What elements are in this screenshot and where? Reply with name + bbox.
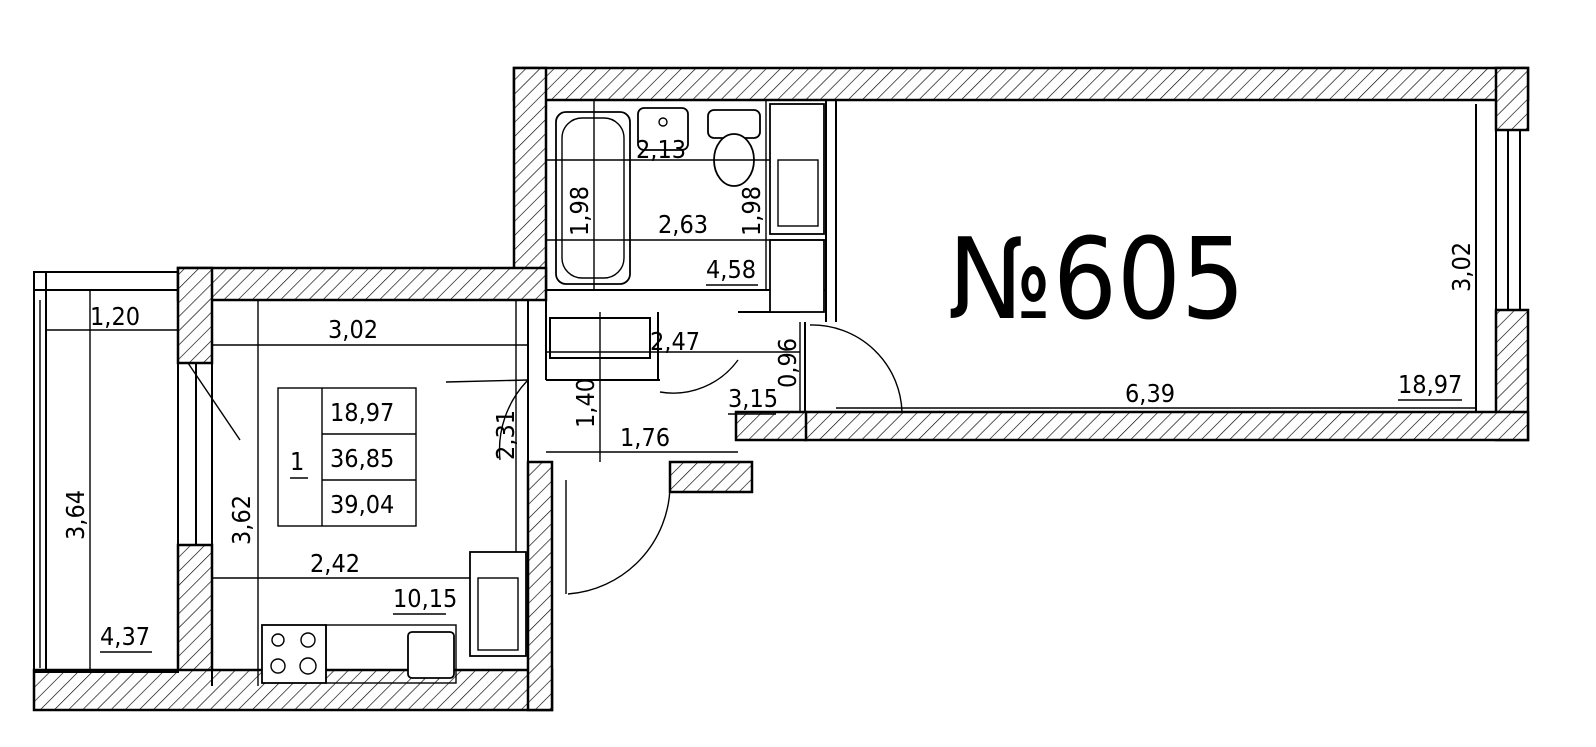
- living-window: [1475, 104, 1521, 412]
- kitchen-width-top-label: 3,02: [328, 315, 378, 344]
- wall-hall-step-upper: [734, 410, 808, 442]
- bathroom-depth-right-label: 1,98: [737, 186, 766, 236]
- hall-wardrobe-icon: [769, 239, 825, 313]
- kitchen-counter: [325, 624, 457, 684]
- living-area-label: 18,97: [1398, 370, 1462, 399]
- wall-hall-step: [668, 460, 754, 494]
- kitchen-area-label: 10,15: [393, 584, 457, 613]
- entrance-door-swing: [567, 485, 671, 595]
- doors: [445, 324, 903, 595]
- dimension-labels: 1,20 3,64 3,02 3,62 2,42 2,31 2,13 2,63 …: [61, 135, 1476, 578]
- hall-passage-label: 0,96: [773, 338, 802, 388]
- summary-total-area: 36,85: [330, 444, 394, 473]
- balcony-area-label: 4,37: [100, 622, 150, 651]
- kitchen-door-side-label: 2,31: [491, 410, 520, 460]
- wall-top: [512, 66, 1530, 102]
- apartment-number: №605: [948, 215, 1245, 345]
- fixtures: [261, 103, 825, 684]
- bathroom-sink-width-label: 2,13: [636, 135, 686, 164]
- wall-kitchen-right: [526, 460, 554, 712]
- hall-area-label: 3,15: [728, 384, 778, 413]
- stove-icon: [261, 624, 327, 684]
- summary-total-with-balcony: 39,04: [330, 490, 394, 519]
- kitchen-door-swing: [498, 379, 529, 461]
- partitions: [211, 99, 837, 686]
- living-width-label: 6,39: [1125, 379, 1175, 408]
- wall-kitchen-left-top: [176, 266, 214, 365]
- balcony-door: [187, 362, 241, 441]
- hall-width-label: 2,47: [650, 327, 700, 356]
- bath-cabinet-icon: [769, 103, 825, 235]
- balcony-length-label: 3,64: [61, 490, 90, 540]
- wall-right-top: [1494, 66, 1530, 132]
- summary-living-area: 18,97: [330, 398, 394, 427]
- balcony-width-label: 1,20: [90, 302, 140, 331]
- bathroom-width-label: 2,63: [658, 210, 708, 239]
- living-depth-label: 3,02: [1447, 242, 1476, 292]
- bathtub-icon: [555, 111, 631, 285]
- bathroom-sink-icon: [637, 107, 689, 151]
- bathroom-depth-left-label: 1,98: [565, 186, 594, 236]
- wall-living-bottom: [803, 410, 1530, 442]
- living-door-swing: [809, 324, 903, 413]
- wall-kitchen-left-bottom: [176, 543, 214, 687]
- hall-lower-width-label: 1,76: [620, 423, 670, 452]
- room-area-labels: 4,37 10,15 4,58 3,15 18,97: [100, 255, 1462, 653]
- dimension-lines: [46, 100, 1476, 686]
- wall-upper-left: [512, 66, 548, 292]
- kitchen-width-bottom-label: 2,42: [310, 549, 360, 578]
- kitchen-depth-label: 3,62: [227, 495, 256, 545]
- balcony: [33, 271, 241, 673]
- bathroom-area-label: 4,58: [706, 255, 756, 284]
- hall-depth-label: 1,40: [571, 378, 600, 428]
- area-summary-table: 1 18,97 36,85 39,04: [277, 387, 417, 527]
- summary-rooms: 1: [290, 447, 304, 476]
- balcony-outline: [33, 271, 179, 673]
- fridge-icon: [469, 551, 527, 657]
- walls: [32, 66, 1530, 712]
- wall-kitchen-top: [176, 266, 548, 302]
- kitchen-sink-icon: [407, 631, 455, 679]
- wall-bottom: [32, 668, 554, 712]
- bathroom-door-swing: [659, 359, 739, 394]
